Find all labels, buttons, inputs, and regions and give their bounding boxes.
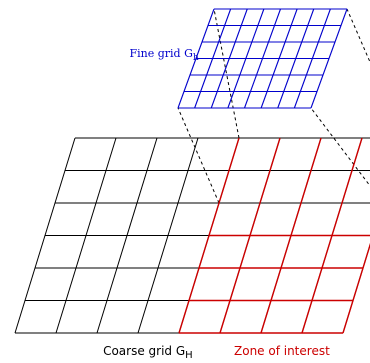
zone-of-interest-outline xyxy=(178,137,370,334)
projection-dashed-line xyxy=(310,107,370,187)
projection-dashed-line xyxy=(213,8,240,139)
zone-of-interest-label: Zone of interest xyxy=(234,344,330,358)
projection-dashed-line xyxy=(346,8,370,64)
projection-dashed-line xyxy=(177,107,220,204)
fine-grid-label-main: Fine grid G xyxy=(129,47,192,60)
coarse-grid-label: Coarse grid GH xyxy=(84,344,204,361)
coarse-grid-label-subscript: H xyxy=(185,350,193,361)
fine-grid xyxy=(177,8,348,109)
projection-lines xyxy=(177,8,370,204)
coarse-grid-label-main: Coarse grid G xyxy=(103,344,185,358)
fine-grid-label-subscript: h xyxy=(193,53,199,63)
fine-grid-label: Fine grid Gh xyxy=(112,47,209,63)
